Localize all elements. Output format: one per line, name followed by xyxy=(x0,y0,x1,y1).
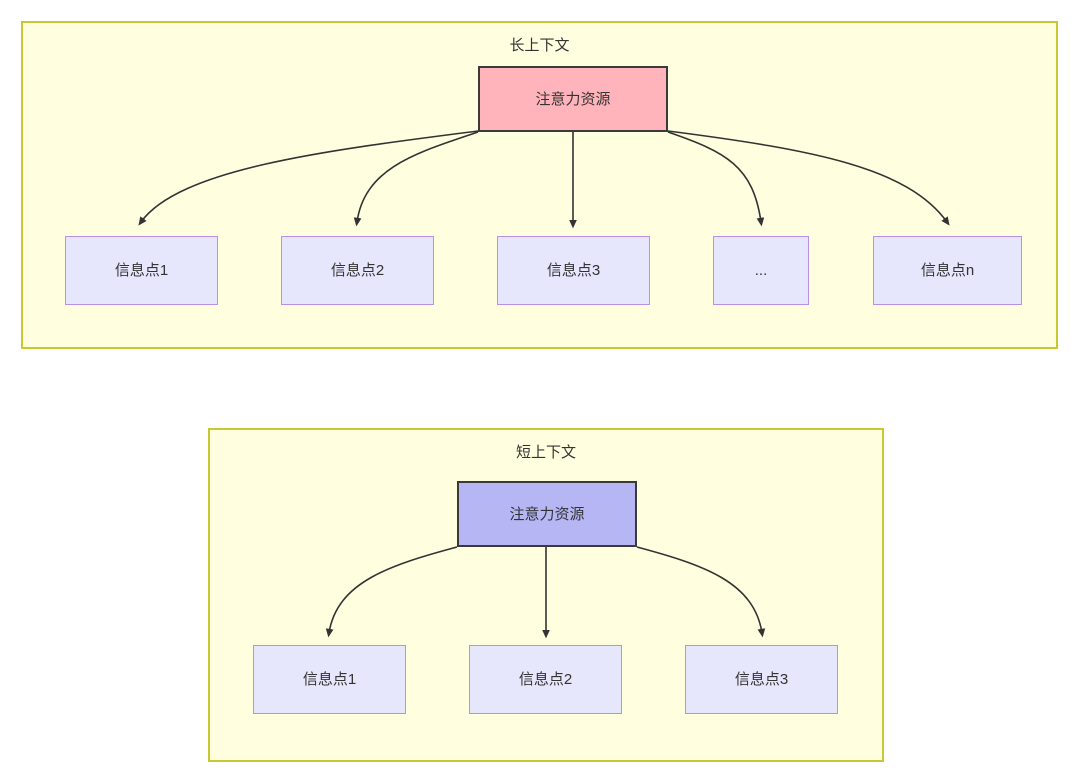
node-info-point-ellipsis-long[interactable]: ... xyxy=(713,236,809,305)
node-info-point-3-long[interactable]: 信息点3 xyxy=(497,236,650,305)
node-info-point-2-long[interactable]: 信息点2 xyxy=(281,236,434,305)
node-attention-resource-short[interactable]: 注意力资源 xyxy=(457,481,637,547)
node-attention-resource-long[interactable]: 注意力资源 xyxy=(478,66,668,132)
node-info-point-n-long[interactable]: 信息点n xyxy=(873,236,1022,305)
node-info-point-1-long[interactable]: 信息点1 xyxy=(65,236,218,305)
panel-short-context-title: 短上下文 xyxy=(515,444,576,461)
panel-long-context-title: 长上下文 xyxy=(509,37,570,54)
node-info-point-3-short[interactable]: 信息点3 xyxy=(685,645,838,714)
node-info-point-2-short[interactable]: 信息点2 xyxy=(469,645,622,714)
node-info-point-1-short[interactable]: 信息点1 xyxy=(253,645,406,714)
